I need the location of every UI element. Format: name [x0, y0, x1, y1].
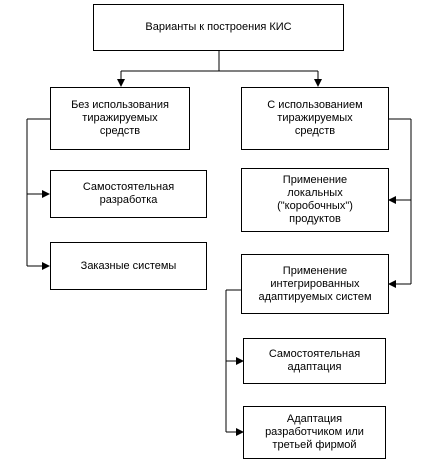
vendor-adaptation-node-label: Адаптация разработчиком или третьей фирм…	[265, 413, 364, 451]
self-development-node-label: Самостоятельная разработка	[82, 181, 175, 206]
integrated-systems-node: Применение интегрированных адаптируемых …	[241, 254, 389, 314]
custom-systems-node-label: Заказные системы	[80, 259, 177, 272]
self-adaptation-node: Самостоятельная адаптация	[243, 338, 386, 384]
custom-systems-node: Заказные системы	[50, 242, 207, 290]
right-branch-node-label: С использованием тиражируемых средств	[267, 99, 363, 137]
self-adaptation-node-label: Самостоятельная адаптация	[268, 348, 361, 373]
local-products-node-label: Применение локальных ("коробочных") прод…	[277, 174, 353, 225]
left-branch-node: Без использования тиражируемых средств	[50, 87, 190, 150]
vendor-adaptation-node: Адаптация разработчиком или третьей фирм…	[243, 406, 386, 459]
integrated-systems-node-label: Применение интегрированных адаптируемых …	[258, 264, 372, 303]
local-products-node: Применение локальных ("коробочных") прод…	[241, 168, 389, 232]
right-branch-node: С использованием тиражируемых средств	[241, 87, 389, 150]
root-node-label: Варианты к построения КИС	[145, 21, 292, 33]
left-branch-node-label: Без использования тиражируемых средств	[71, 99, 169, 137]
root-node: Варианты к построения КИС	[93, 4, 344, 51]
self-development-node: Самостоятельная разработка	[50, 170, 207, 218]
